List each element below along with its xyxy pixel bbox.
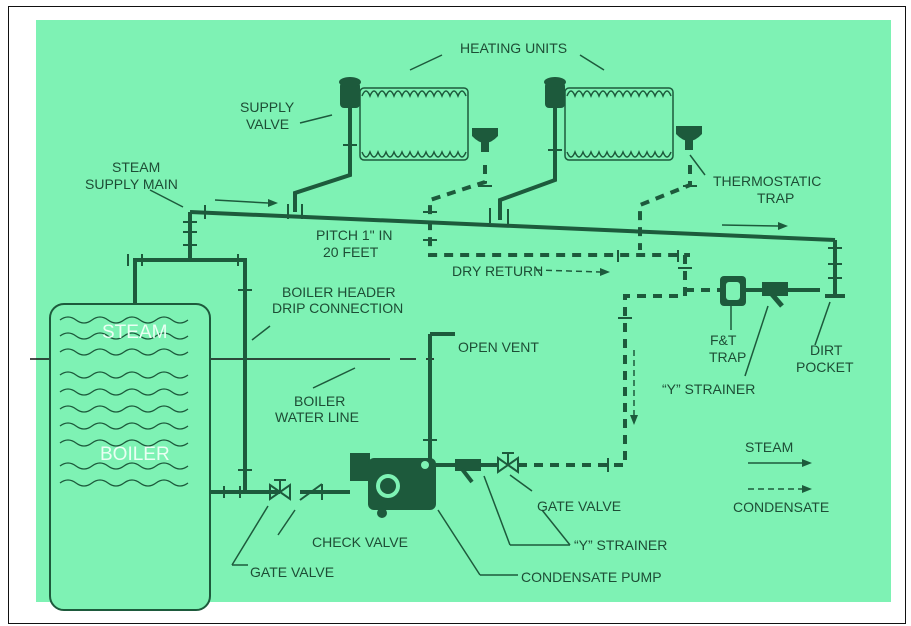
header-drip-label-2: DRIP CONNECTION — [272, 300, 403, 316]
leader-lines — [149, 54, 831, 576]
gate-valve-right-icon — [497, 452, 519, 474]
boiler — [49, 303, 211, 611]
gate-valve-left-label: GATE VALVE — [250, 564, 334, 580]
y-strainer-upper-icon — [762, 282, 788, 308]
supply-valve-label-1: SUPPLY — [240, 99, 295, 115]
thermostatic-trap-label-1: THERMOSTATIC — [713, 173, 821, 189]
open-vent-label: OPEN VENT — [458, 339, 539, 355]
pitch-label-1: PITCH 1" IN — [316, 227, 393, 243]
water-line-label-1: BOILER — [294, 393, 345, 409]
pitch-label-2: 20 FEET — [323, 244, 379, 260]
dry-return-label: DRY RETURN — [452, 263, 543, 279]
y-strainer-upper-label: “Y” STRAINER — [662, 381, 755, 397]
condensate-pump-label: CONDENSATE PUMP — [521, 569, 662, 585]
condensate-piping — [423, 165, 720, 472]
supply-valve-right-icon — [544, 77, 566, 108]
legend-steam-label: STEAM — [745, 439, 793, 455]
steam-piping — [127, 100, 845, 498]
check-valve-icon — [299, 483, 323, 501]
heating-unit-left — [359, 87, 469, 161]
heating-units-label: HEATING UNITS — [460, 40, 567, 56]
gate-valve-right-label: GATE VALVE — [537, 498, 621, 514]
condensate-pump-icon — [350, 453, 436, 518]
gate-valve-left-icon — [269, 479, 291, 501]
y-strainer-lower-label: “Y” STRAINER — [574, 537, 667, 553]
thermostatic-trap-label-2: TRAP — [757, 190, 794, 206]
arrow-heads — [268, 199, 812, 493]
ft-trap-label-2: TRAP — [709, 349, 746, 365]
check-valve-label: CHECK VALVE — [312, 534, 408, 550]
ft-trap-label-1: F&T — [710, 332, 737, 348]
steam-main-label-1: STEAM — [112, 159, 160, 175]
header-drip-label-1: BOILER HEADER — [282, 284, 396, 300]
ft-trap-icon — [720, 276, 746, 306]
thermostatic-trap-left-icon — [472, 128, 498, 152]
thermostatic-trap-right-icon — [676, 126, 702, 150]
heating-unit-right — [564, 87, 674, 161]
legend-condensate-label: CONDENSATE — [733, 499, 829, 515]
supply-valve-left-icon — [339, 77, 361, 108]
dirt-pocket-label-1: DIRT — [810, 342, 843, 358]
steam-main-label-2: SUPPLY MAIN — [85, 176, 178, 192]
dirt-pocket-label-2: POCKET — [796, 359, 854, 375]
y-strainer-lower-icon — [455, 459, 481, 484]
boiler-label: BOILER — [100, 444, 170, 465]
water-line-label-2: WATER LINE — [275, 409, 359, 425]
boiler-steam-label: STEAM — [102, 322, 167, 343]
supply-valve-label-2: VALVE — [246, 116, 289, 132]
